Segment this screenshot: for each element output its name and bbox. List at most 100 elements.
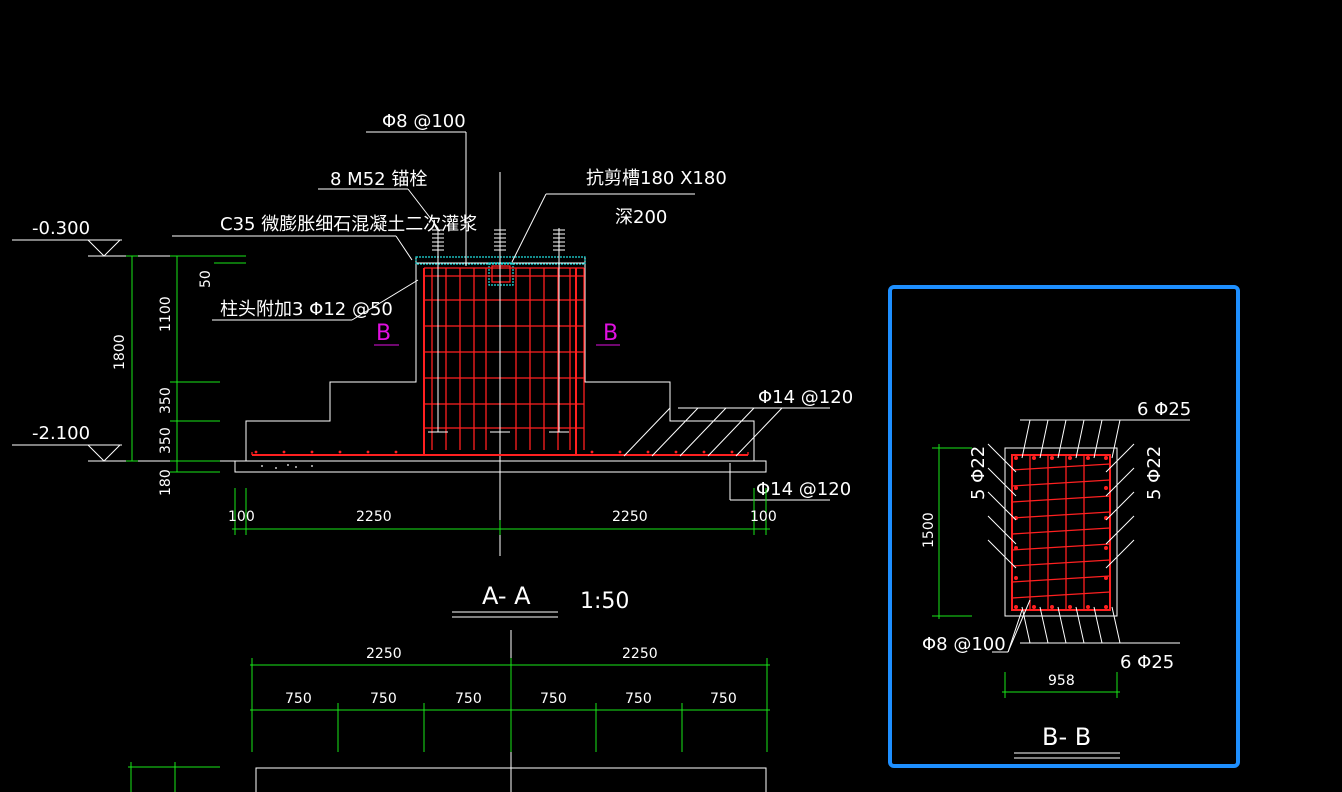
section-mark-left[interactable]: B [376, 321, 391, 346]
bb-bar-top [1068, 456, 1072, 460]
plan-dim-2250-right: 2250 [622, 646, 658, 662]
elevation-marker-top: -0.300 [12, 218, 240, 257]
bb-leader-bottom [1021, 606, 1031, 644]
bar-dot [394, 450, 398, 454]
section-bb-title: B- B [1042, 723, 1091, 751]
section-aa-title: A- A [482, 582, 531, 610]
bb-leader-top [1075, 419, 1085, 459]
elevation-top-label: -0.300 [32, 218, 90, 239]
callout-column-head: 柱头附加3 Φ12 @50 [220, 299, 393, 320]
bb-leader-right [1105, 539, 1135, 569]
callout-shear-key: 抗剪槽180 X180 [586, 168, 727, 189]
bb-bar-top [1104, 456, 1108, 460]
bb-hoop [1011, 527, 1111, 535]
bb-hoop [1011, 511, 1111, 519]
callout-stirrup: Φ8 @100 [382, 111, 466, 132]
bb-bar-bottom [1086, 605, 1090, 609]
bb-leader-top [1057, 419, 1067, 459]
bar-dot [646, 450, 650, 454]
callout-anchor-bolts: 8 M52 锚栓 [330, 169, 427, 190]
plan-dim-2250-left: 2250 [366, 646, 402, 662]
bb-leader-bottom [1111, 606, 1121, 644]
plan-dim-750-5: 750 [625, 691, 652, 707]
bb-leader-left [987, 467, 1017, 497]
bar-dot [674, 450, 678, 454]
bb-bar-top [1032, 456, 1036, 460]
bar-dot [254, 450, 258, 454]
bb-bar-bottom [1032, 605, 1036, 609]
bb-top-bars: 6 Φ25 [1137, 399, 1191, 420]
section-aa: -0.300 -2.100 1800 1100 50 350 350 [12, 111, 853, 618]
bb-hoop-outer [1011, 454, 1111, 611]
bb-right-bars: 5 Φ22 [1144, 446, 1165, 500]
dim-350-lower: 350 [158, 427, 174, 454]
bb-bar-bottom [1068, 605, 1072, 609]
plan-dim-750-1: 750 [285, 691, 312, 707]
bb-dim-height: 1500 [921, 512, 937, 548]
bar-dot [590, 450, 594, 454]
bb-leader-left [987, 443, 1017, 473]
bar-dot [366, 450, 370, 454]
section-bb[interactable]: 1500 958 6 Φ25 6 Φ25 5 Φ22 5 Φ22 Φ8 @100… [888, 285, 1240, 768]
callout-bar-top: Φ14 @120 [758, 387, 853, 408]
bb-leader-right [1105, 443, 1135, 473]
bb-bar-right [1104, 576, 1108, 580]
dim-50: 50 [198, 270, 214, 288]
bb-bar-top [1014, 456, 1018, 460]
bb-leader-right [1105, 515, 1135, 545]
plan-dim-750-6: 750 [710, 691, 737, 707]
plan-view: 2250 2250 750 750 750 750 750 750 [128, 630, 770, 792]
bb-dimensions: 1500 958 [921, 444, 1120, 698]
bb-leaders [987, 419, 1190, 653]
bb-hoop [1011, 495, 1111, 503]
bb-bar-top [1050, 456, 1054, 460]
bb-bottom-bars: 6 Φ25 [1120, 652, 1174, 673]
bb-leader-top [1039, 419, 1049, 459]
section-mark-right[interactable]: B [603, 321, 618, 346]
bb-leader-left [987, 539, 1017, 569]
callout-grout: C35 微膨胀细石混凝土二次灌浆 [220, 214, 477, 235]
bb-leader-left [987, 515, 1017, 545]
bb-leader-bottom [1075, 606, 1085, 644]
dim-180: 180 [158, 469, 174, 496]
dim-100-left: 100 [228, 509, 255, 525]
bar-dot [730, 450, 734, 454]
bb-hoop [1011, 575, 1111, 583]
leader-lines [172, 131, 830, 501]
plan-dim-750-4: 750 [540, 691, 567, 707]
bb-leader-left [987, 491, 1017, 521]
dim-350-upper: 350 [158, 387, 174, 414]
bb-bar-bottom [1104, 605, 1108, 609]
callout-shear-depth: 深200 [615, 207, 667, 228]
bb-leader-bottom [1093, 606, 1103, 644]
bb-bar-top [1086, 456, 1090, 460]
selection-frame[interactable] [888, 285, 1240, 768]
elevation-marker-bottom: -2.100 [12, 423, 240, 462]
bb-leader-bottom [1057, 606, 1067, 644]
elevation-bottom-label: -2.100 [32, 423, 90, 444]
plan-dim-750-3: 750 [455, 691, 482, 707]
bb-dim-width: 958 [1048, 673, 1075, 689]
bar-dot [702, 450, 706, 454]
bb-bar-right [1104, 546, 1108, 550]
bar-dot [282, 450, 286, 454]
bb-left-bars: 5 Φ22 [968, 446, 989, 500]
bb-bar-right [1104, 486, 1108, 490]
bar-dot [310, 450, 314, 454]
section-aa-scale: 1:50 [580, 589, 629, 614]
bb-bar-left [1014, 576, 1018, 580]
bb-stirrup: Φ8 @100 [922, 634, 1006, 655]
bb-rebar-cage [1011, 454, 1111, 611]
bb-hoop [1011, 543, 1111, 551]
bb-hoop [1011, 479, 1111, 487]
anchor-bolts [428, 228, 569, 433]
dim-total-height: 1800 [112, 334, 128, 370]
bb-leader-right [1105, 467, 1135, 497]
bb-hoop [1011, 591, 1111, 599]
bar-dot [618, 450, 622, 454]
dim-2250-left: 2250 [356, 509, 392, 525]
callout-bar-bottom: Φ14 @120 [756, 479, 851, 500]
bar-dot [338, 450, 342, 454]
bb-leader-top [1021, 419, 1031, 459]
